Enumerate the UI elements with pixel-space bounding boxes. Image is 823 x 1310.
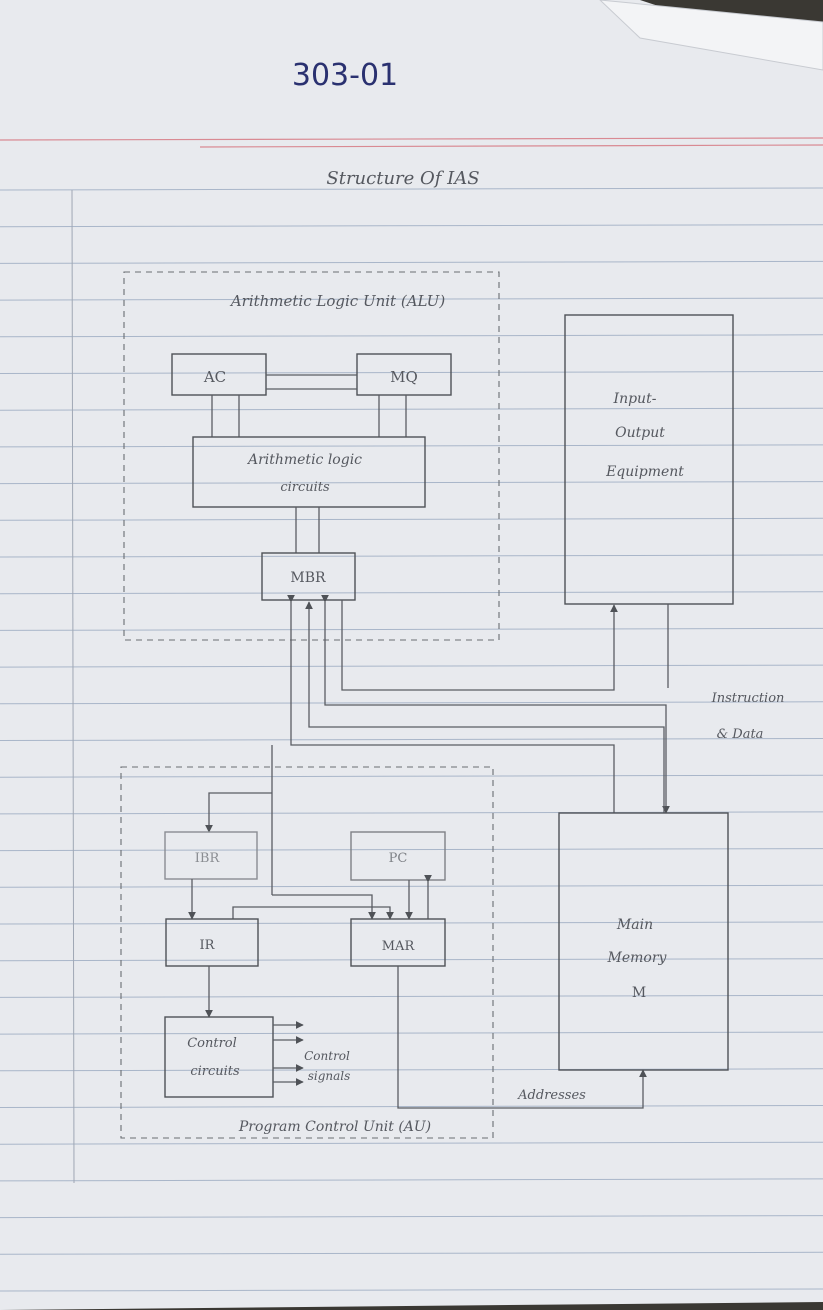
ir-mar-cross-link <box>232 906 394 920</box>
ruled-line <box>0 187 823 191</box>
io-label-line1: Input- <box>613 391 657 407</box>
ruled-line <box>0 517 823 521</box>
mbr-ibr-link <box>205 792 272 833</box>
control-circuits-label-line1: Control <box>187 1036 237 1051</box>
program-control-unit-label: Program Control Unit (AU) <box>238 1119 431 1135</box>
memory-label-line1: Main <box>616 917 653 933</box>
circuits-label-line2: circuits <box>280 480 330 495</box>
ruled-line <box>0 848 823 852</box>
ruled-line <box>0 371 823 374</box>
ruled-line <box>0 1288 823 1292</box>
program-control-unit-region <box>120 766 494 1139</box>
ruled-line <box>0 958 823 962</box>
mq-label: MQ <box>390 368 418 386</box>
control-circuits <box>164 1016 274 1098</box>
pc-register <box>350 831 446 881</box>
ruled-line <box>0 884 823 888</box>
red-margin-rule-2 <box>199 144 823 148</box>
arithmetic-logic-circuits <box>192 436 426 508</box>
main-memory <box>558 812 729 1071</box>
ruled-line <box>0 1141 823 1145</box>
ruled-line <box>0 407 823 411</box>
memory-mbr-bus <box>305 601 665 813</box>
ruled-line <box>0 994 823 998</box>
alu-label: Arithmetic Logic Unit (ALU) <box>229 292 446 310</box>
io-label-line3: Equipment <box>605 464 684 480</box>
mbr-ir-mar-link <box>272 894 376 920</box>
mar-label: MAR <box>382 939 416 954</box>
ruled-line <box>0 444 823 448</box>
diagram-title: Structure Of IAS <box>326 168 479 189</box>
red-margin-rule <box>0 137 823 141</box>
instruction-data-label-line2: & Data <box>717 727 764 742</box>
alu-region <box>123 271 500 641</box>
ruled-line <box>0 297 823 301</box>
circuits-label-line1: Arithmetic logic <box>246 452 362 468</box>
ruled-line <box>0 1215 823 1219</box>
ruled-line <box>0 921 823 925</box>
addresses-bus <box>397 966 647 1109</box>
io-label-line2: Output <box>615 425 665 441</box>
instruction-data-label-line1: Instruction <box>711 691 785 706</box>
ruled-line <box>0 1105 823 1108</box>
ruled-line <box>0 481 823 485</box>
pc-label: PC <box>389 851 408 866</box>
page-number: 303-01 <box>292 58 398 93</box>
mbr-memory-bus <box>321 594 670 814</box>
memory-label-line3: M <box>632 985 646 1001</box>
control-signals-label-line2: signals <box>308 1069 351 1083</box>
ruled-line <box>0 1178 823 1182</box>
ir-register <box>165 918 259 967</box>
ruled-line <box>0 334 823 338</box>
ir-label: IR <box>200 938 216 953</box>
ruled-line <box>0 1251 823 1255</box>
addresses-label: Addresses <box>517 1088 586 1103</box>
mbr-label: MBR <box>290 570 326 586</box>
folded-corner <box>599 0 823 71</box>
mbr-register <box>261 552 356 601</box>
ibr-register <box>164 831 258 880</box>
control-circuits-label-line2: circuits <box>190 1064 240 1079</box>
ruled-line <box>0 1068 823 1072</box>
ac-label: AC <box>203 368 226 386</box>
ibr-label: IBR <box>195 851 221 866</box>
control-signals-label-line1: Control <box>304 1049 350 1063</box>
left-margin-rule <box>71 189 75 1184</box>
ruled-line <box>0 1031 823 1035</box>
ruled-line <box>0 224 823 228</box>
ruled-line <box>0 260 823 264</box>
memory-label-line2: Memory <box>607 950 668 966</box>
ruled-line <box>0 554 823 558</box>
mbr-control-bus <box>287 594 615 813</box>
ruled-line <box>0 591 823 595</box>
